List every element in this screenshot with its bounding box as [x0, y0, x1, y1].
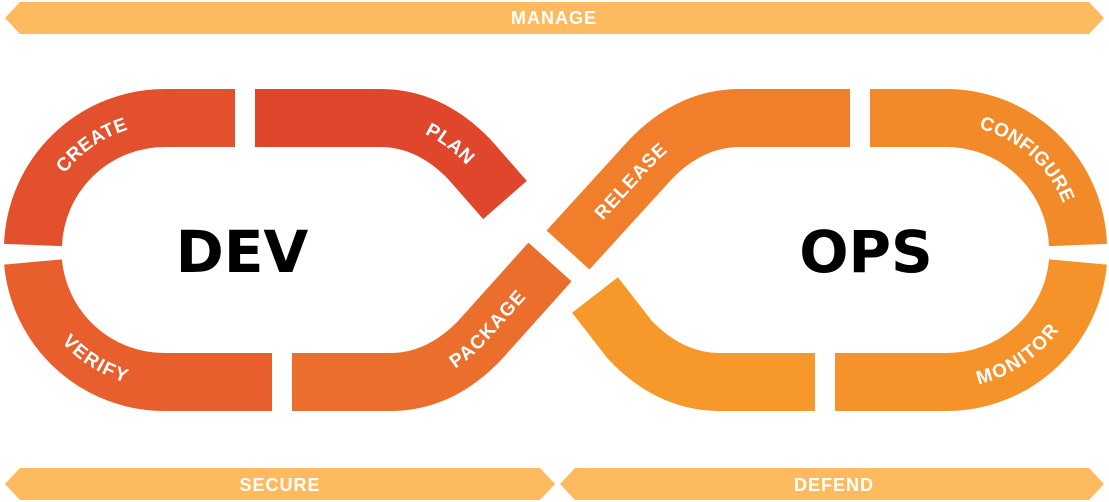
secure-label: SECURE: [239, 475, 320, 495]
defend-label: DEFEND: [794, 475, 874, 495]
manage-label: MANAGE: [511, 8, 597, 28]
dev-title: DEV: [176, 218, 309, 286]
secure-banner: [5, 468, 555, 500]
package-segment: [292, 262, 550, 382]
ops-lower-segment: [595, 295, 815, 382]
defend-banner: [560, 468, 1104, 500]
manage-banner: [5, 2, 1104, 34]
ops-title: OPS: [799, 218, 933, 286]
